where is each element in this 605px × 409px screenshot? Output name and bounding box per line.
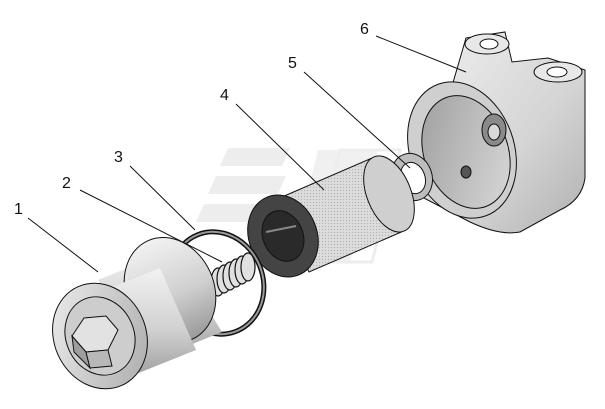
leader-line-3	[129, 165, 196, 231]
callout-3: 3	[114, 149, 123, 166]
callout-4: 4	[220, 87, 229, 104]
filter-element-part-4	[247, 155, 415, 278]
callout-1: 1	[14, 201, 23, 218]
cap-part-1	[52, 237, 222, 390]
leader-line-1	[27, 217, 99, 273]
leader-line-5	[303, 71, 411, 169]
leader-line-2	[79, 189, 223, 263]
leader-line-6	[375, 35, 467, 73]
callout-2: 2	[62, 175, 71, 192]
leader-line-4	[235, 103, 325, 191]
callout-6: 6	[360, 21, 369, 38]
spring-part-2	[210, 252, 256, 297]
housing-part-6	[407, 31, 586, 234]
callout-5: 5	[288, 55, 297, 72]
leader-lines	[27, 35, 467, 273]
